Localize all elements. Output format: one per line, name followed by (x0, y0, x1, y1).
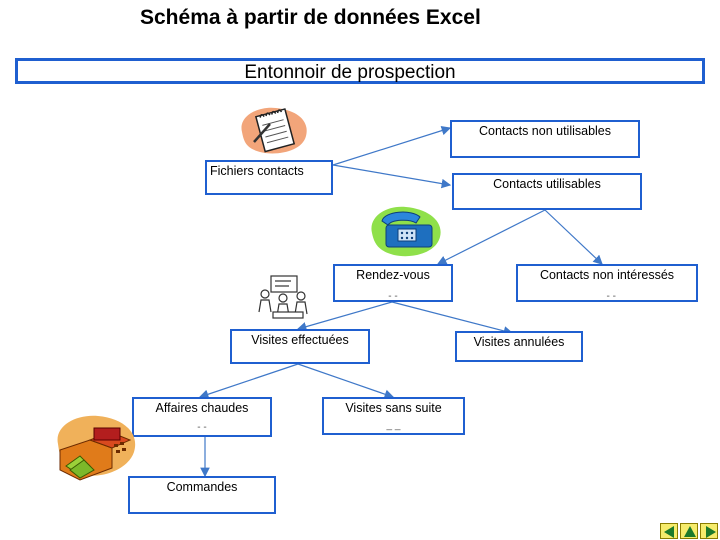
node-label: Contacts non utilisables (478, 124, 612, 138)
arrow-fichiers-to-utilisables (332, 164, 452, 189)
previous-slide-button[interactable] (660, 523, 678, 539)
node-placeholder: - - (388, 291, 398, 302)
node-rendez-vous: Rendez-vous - - (333, 264, 453, 302)
node-visites-sans-suite: Visites sans suite _ _ (322, 397, 465, 435)
arrow-utilisables-to-rendez-vous (436, 209, 546, 265)
telephone-icon (371, 206, 441, 257)
funnel-header-box: Entonnoir de prospection (15, 58, 705, 84)
node-label: Fichiers contacts (210, 164, 304, 178)
notepad-icon (241, 107, 307, 154)
node-fichiers-contacts: Fichiers contacts (205, 160, 333, 195)
node-placeholder: - - (606, 291, 616, 302)
node-affaires-chaudes: Affaires chaudes - - (132, 397, 272, 437)
arrow-left-icon (664, 526, 674, 538)
node-label: Visites effectuées (251, 333, 349, 347)
arrow-rendez-vous-to-visites-effectuees (296, 301, 393, 332)
node-placeholder: - - (197, 422, 207, 433)
node-contacts-non-interesses: Contacts non intéressés - - (516, 264, 698, 302)
node-commandes: Commandes (128, 476, 276, 514)
node-contacts-utilisables: Contacts utilisables (452, 173, 642, 210)
slide-title: Schéma à partir de données Excel (140, 6, 481, 29)
arrow-fichiers-to-non-utilisables (332, 125, 452, 166)
node-contacts-non-utilisables: Contacts non utilisables (450, 120, 640, 158)
next-slide-button[interactable] (700, 523, 718, 539)
meeting-people-icon (258, 275, 308, 319)
node-label: Visites annulées (473, 335, 565, 349)
arrow-right-icon (706, 526, 716, 538)
node-label: Rendez-vous (356, 268, 430, 282)
funnel-title: Entonnoir de prospection (244, 62, 456, 83)
arrow-utilisables-to-non-interesses (544, 209, 603, 265)
node-placeholder: _ _ (386, 420, 401, 431)
arrow-visites-to-affaires-chaudes (198, 363, 299, 399)
node-visites-annulees: Visites annulées (455, 331, 583, 362)
node-label: Contacts non intéressés (539, 268, 675, 282)
home-button[interactable] (680, 523, 698, 539)
node-label: Contacts utilisables (493, 177, 601, 191)
node-label: Commandes (166, 480, 238, 494)
node-visites-effectuees: Visites effectuées (230, 329, 370, 364)
node-label: Affaires chaudes (155, 401, 249, 415)
arrow-up-icon (684, 526, 696, 537)
arrow-rendez-vous-to-visites-annulees (391, 301, 514, 336)
node-label: Visites sans suite (345, 401, 442, 415)
arrow-visites-to-sans-suite (297, 363, 395, 399)
cash-register-icon (57, 415, 136, 481)
